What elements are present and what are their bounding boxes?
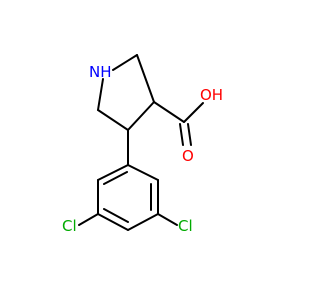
bond-c-cl-right [157,213,178,226]
bond-left-ipso [97,164,129,181]
molecule-structure: NH OH O Cl Cl [0,0,300,300]
bond-c3-ccooh [153,101,185,123]
bond-c2-c3 [136,54,155,103]
atom-oh: OH [200,86,223,104]
bond-c-cl-left [78,213,99,226]
atom-o: O [182,147,194,165]
bond-ccooh-oh [183,102,204,123]
bond-clright-carbon-bottom [127,213,159,231]
atom-nh: NH [89,63,112,81]
bond-inner-bottom [103,208,129,223]
atom-labels: NH OH O Cl Cl [62,63,223,235]
atom-cl-right: Cl [178,217,193,235]
bond-c3-c4 [127,101,155,131]
bond-c5-n [97,78,104,111]
bond-ccooh-o-double-1 [179,123,184,146]
bond-c4-c5 [97,109,129,131]
bonds [78,54,204,231]
bond-bottom-clleft-carbon [97,213,129,231]
background [0,0,300,300]
atom-cl-left: Cl [62,217,77,235]
bond-ipso-right [127,164,159,181]
bond-ccooh-o-double-2 [187,123,192,146]
bond-inner-left [103,171,128,185]
bond-n-c2 [112,54,138,71]
